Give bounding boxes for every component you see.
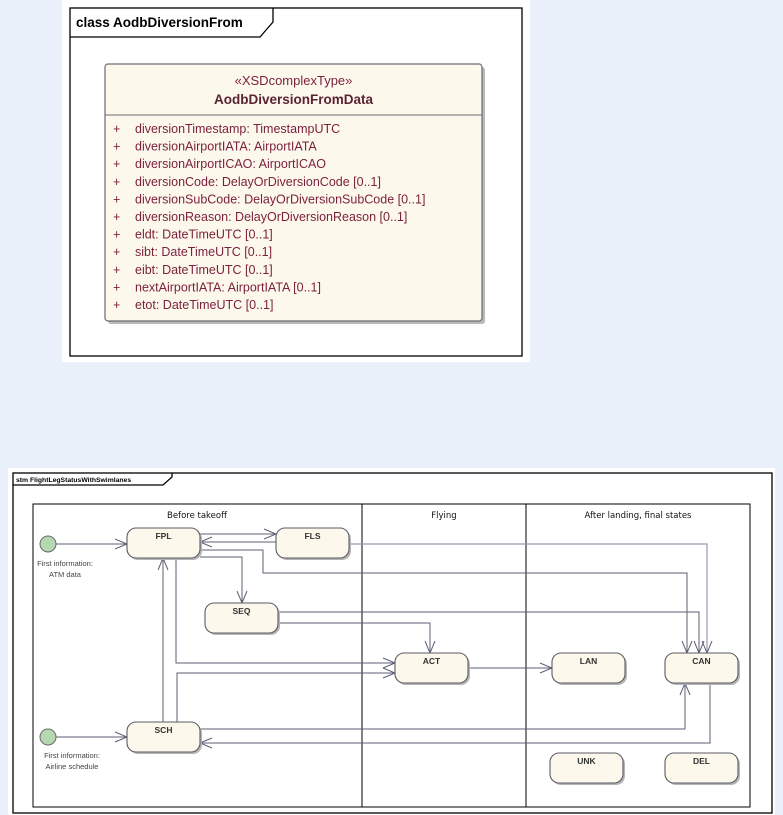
class-attribute[interactable]: diversionReason: DelayOrDiversionReason … [135, 210, 407, 224]
attribute-visibility: + [113, 122, 120, 136]
initial-state-label: Airline schedule [46, 762, 99, 771]
initial-state-label: ATM data [49, 570, 82, 579]
state-seq[interactable]: SEQ [204, 602, 280, 635]
class-frame-title-tab [70, 8, 274, 38]
class-box-body[interactable] [104, 63, 483, 322]
class-attribute[interactable]: etot: DateTimeUTC [0..1] [135, 298, 273, 312]
transition-fpl-to-can[interactable] [200, 549, 688, 653]
class-attribute-list: + diversionTimestamp: TimestampUTC + divers… [113, 122, 425, 312]
initial-state-icon[interactable] [39, 728, 57, 746]
class-attribute[interactable]: sibt: DateTimeUTC [0..1] [135, 245, 272, 259]
transition-sch-to-can[interactable] [200, 683, 686, 730]
state-box[interactable] [275, 527, 350, 559]
transition-sch-to-act[interactable] [176, 672, 395, 722]
class-attribute[interactable]: eibt: DateTimeUTC [0..1] [135, 263, 273, 277]
state-diagram: stm FlightLegStatusWithSwimlanes Before … [12, 472, 773, 814]
swimlane-label-before-takeoff: Before takeoff [167, 511, 228, 521]
state-lan[interactable]: LAN [551, 652, 627, 685]
class-stereotype: «XSDcomplexType» [235, 73, 353, 88]
state-frame-title: stm FlightLegStatusWithSwimlanes [16, 477, 131, 484]
class-frame-title: class AodbDiversionFrom [76, 15, 243, 30]
attribute-visibility: + [113, 140, 120, 154]
state-nodes: FPL FLS SEQ ACT LAN CAN SCH UNK DEL [126, 527, 740, 785]
state-can[interactable]: CAN [664, 652, 740, 685]
state-sch[interactable]: SCH [126, 721, 202, 754]
attribute-visibility: + [113, 245, 120, 259]
transition-fpl-to-act[interactable] [175, 558, 395, 664]
transition-fls-to-can[interactable] [349, 543, 708, 653]
class-name: AodbDiversionFromData [214, 92, 374, 107]
class-attribute[interactable]: nextAirportIATA: AirportIATA [0..1] [135, 280, 321, 294]
class-attribute[interactable]: diversionSubCode: DelayOrDiversionSubCod… [135, 192, 425, 206]
transitions [56, 528, 713, 749]
swimlane-container [32, 503, 751, 808]
state-box[interactable] [204, 602, 279, 634]
state-fls[interactable]: FLS [275, 527, 351, 560]
class-attribute[interactable]: diversionCode: DelayOrDiversionCode [0..… [135, 175, 381, 189]
state-diagram-frame [12, 472, 773, 814]
class-box[interactable]: «XSDcomplexType» AodbDiversionFromData +… [104, 63, 485, 324]
swimlane-label-flying: Flying [431, 511, 456, 521]
state-unk[interactable]: UNK [549, 752, 625, 785]
state-frame-title-tab [13, 473, 173, 486]
attribute-visibility: + [113, 228, 120, 242]
state-del[interactable]: DEL [664, 752, 740, 785]
transition-seq-to-can[interactable] [277, 611, 700, 653]
class-attribute[interactable]: eldt: DateTimeUTC [0..1] [135, 228, 273, 242]
attribute-visibility: + [113, 210, 120, 224]
state-label: ACT [423, 656, 441, 666]
state-label: LAN [580, 656, 597, 666]
attribute-visibility: + [113, 192, 120, 206]
state-box[interactable] [394, 652, 469, 684]
attribute-visibility: + [113, 263, 120, 277]
attribute-visibility: + [113, 298, 120, 312]
initial-state-atm[interactable]: First information: ATM data [37, 535, 93, 579]
state-box[interactable] [126, 721, 201, 753]
transition-can-to-sch[interactable] [200, 683, 711, 744]
attribute-visibility: + [113, 157, 120, 171]
state-diagram-panel [8, 468, 775, 815]
state-box[interactable] [664, 752, 739, 784]
state-box[interactable] [126, 527, 201, 559]
state-label: CAN [692, 656, 710, 666]
initial-state-airline[interactable]: First information: Airline schedule [39, 728, 100, 771]
state-label: SEQ [233, 606, 251, 616]
transition-fpl-to-seq[interactable] [200, 556, 243, 603]
attribute-visibility: + [113, 280, 120, 294]
state-box[interactable] [549, 752, 624, 784]
state-label: FPL [155, 531, 171, 541]
state-box[interactable] [551, 652, 626, 684]
class-diagram: class AodbDiversionFrom «XSDcomplexType»… [69, 7, 523, 357]
state-fpl[interactable]: FPL [126, 527, 202, 560]
state-label: SCH [155, 725, 173, 735]
initial-state-label: First information: [37, 559, 93, 568]
state-box[interactable] [664, 652, 739, 684]
class-diagram-frame [69, 7, 523, 357]
state-label: UNK [577, 756, 596, 766]
initial-state-icon[interactable] [39, 535, 57, 553]
class-attribute[interactable]: diversionAirportIATA: AirportIATA [135, 140, 317, 154]
class-attribute[interactable]: diversionTimestamp: TimestampUTC [135, 122, 340, 136]
transition-seq-to-act[interactable] [277, 622, 431, 653]
swimlane-label-after-landing: After landing, final states [585, 511, 693, 521]
class-attribute[interactable]: diversionAirportICAO: AirportICAO [135, 157, 326, 171]
state-label: DEL [693, 756, 710, 766]
state-label: FLS [304, 531, 320, 541]
attribute-visibility: + [113, 175, 120, 189]
initial-state-label: First information: [44, 751, 100, 760]
state-act[interactable]: ACT [394, 652, 470, 685]
